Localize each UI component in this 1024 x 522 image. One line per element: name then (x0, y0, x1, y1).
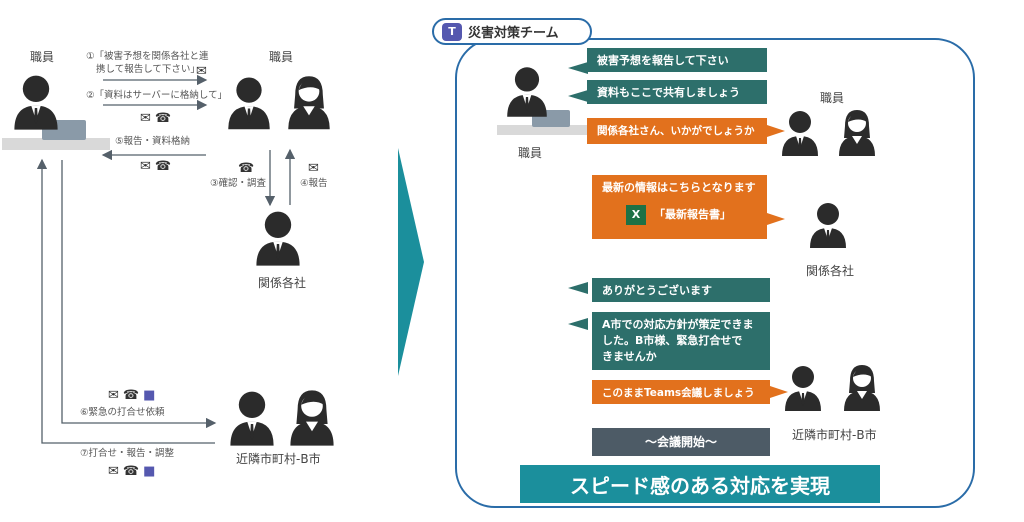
chat-message-7: このままTeams会議しましょう (592, 380, 770, 404)
mail-phone-teams-icons-2: ✉☎■ (108, 464, 160, 479)
chat-message-6-line1: A市での対応方針が策定できま (602, 318, 754, 331)
right-neighbor-label: 近隣市町村-B市 (792, 428, 877, 442)
staff-right-label: 職員 (269, 50, 294, 64)
right-staff-group-label: 職員 (820, 91, 845, 105)
chat-message-1: 被害予想を報告して下さい (587, 48, 767, 72)
right-staff-figure (497, 67, 592, 135)
chat-message-6: A市での対応方針が策定できま した。B市様、緊急打合せで きませんか (592, 312, 770, 370)
chat-message-6-line2: した。B市様、緊急打合せで (602, 334, 743, 347)
file-attachment[interactable]: X 「最新報告書」 (626, 205, 757, 225)
related-label: 関係各社 (258, 276, 307, 290)
excel-icon: X (626, 205, 646, 225)
teams-frame (455, 38, 975, 508)
mail-icon: ✉ (196, 64, 211, 79)
neighbor-man-figure (230, 391, 274, 446)
bubble-tail (568, 62, 588, 74)
step4-text: ④報告 (300, 178, 328, 189)
chat-message-2: 資料もここで共有しましょう (587, 80, 767, 104)
bubble-tail (767, 213, 785, 225)
step7-text: ⑦打合せ・報告・調整 (80, 448, 175, 459)
bubble-tail (568, 282, 588, 294)
staff-left-figure (2, 75, 110, 150)
mail-phone-icons-2: ✉☎ (140, 159, 176, 174)
mail-phone-icons: ✉☎ (140, 111, 176, 126)
teams-icon: T (442, 22, 462, 41)
arrow-step7 (36, 158, 215, 444)
staff-woman-figure (288, 76, 330, 130)
bubble-tail (568, 318, 588, 330)
right-staff-label: 職員 (518, 146, 543, 160)
bubble-tail (568, 90, 588, 102)
chat-message-5: ありがとうございます (592, 278, 770, 302)
transition-arrow (398, 148, 424, 376)
conclusion-banner: スピード感のある対応を実現 (520, 465, 880, 503)
chat-message-4: 最新の情報はこちらとなります X 「最新報告書」 (592, 175, 767, 239)
neighbor-woman-figure (290, 390, 334, 446)
bubble-tail (767, 125, 785, 137)
related-company-figure (256, 211, 300, 266)
right-related-label: 関係各社 (806, 264, 855, 278)
step1-text-b: 携して報告して下さい」 (96, 64, 200, 75)
mail-phone-teams-icons: ✉☎■ (108, 388, 160, 403)
step3-text: ③確認・調査 (210, 178, 267, 189)
file-name: 「最新報告書」 (654, 208, 731, 221)
phone-icon: ☎ (238, 161, 259, 176)
bubble-tail (770, 386, 788, 398)
chat-message-4-text: 最新の情報はこちらとなります (602, 181, 756, 194)
mail-icon-2: ✉ (308, 161, 323, 176)
step2-text: ②「資料はサーバーに格納して」 (86, 90, 228, 101)
step1-text: ①「被害予想を関係各社と連 (86, 51, 209, 62)
meeting-start-label: 〜会議開始〜 (592, 428, 770, 456)
chat-message-6-line3: きませんか (602, 350, 657, 363)
neighbor-label: 近隣市町村-B市 (236, 452, 321, 466)
step6-text: ⑥緊急の打合せ依頼 (80, 407, 165, 418)
chat-message-3: 関係各社さん、いかがでしょうか (587, 118, 767, 144)
staff-man-figure (228, 77, 270, 130)
teams-title: 災害対策チーム (468, 26, 559, 41)
arrow-step6 (61, 160, 217, 429)
teams-channel-tag[interactable]: T 災害対策チーム (432, 18, 592, 45)
staff-left-label: 職員 (30, 50, 55, 64)
step5-text: ⑤報告・資料格納 (115, 136, 191, 147)
